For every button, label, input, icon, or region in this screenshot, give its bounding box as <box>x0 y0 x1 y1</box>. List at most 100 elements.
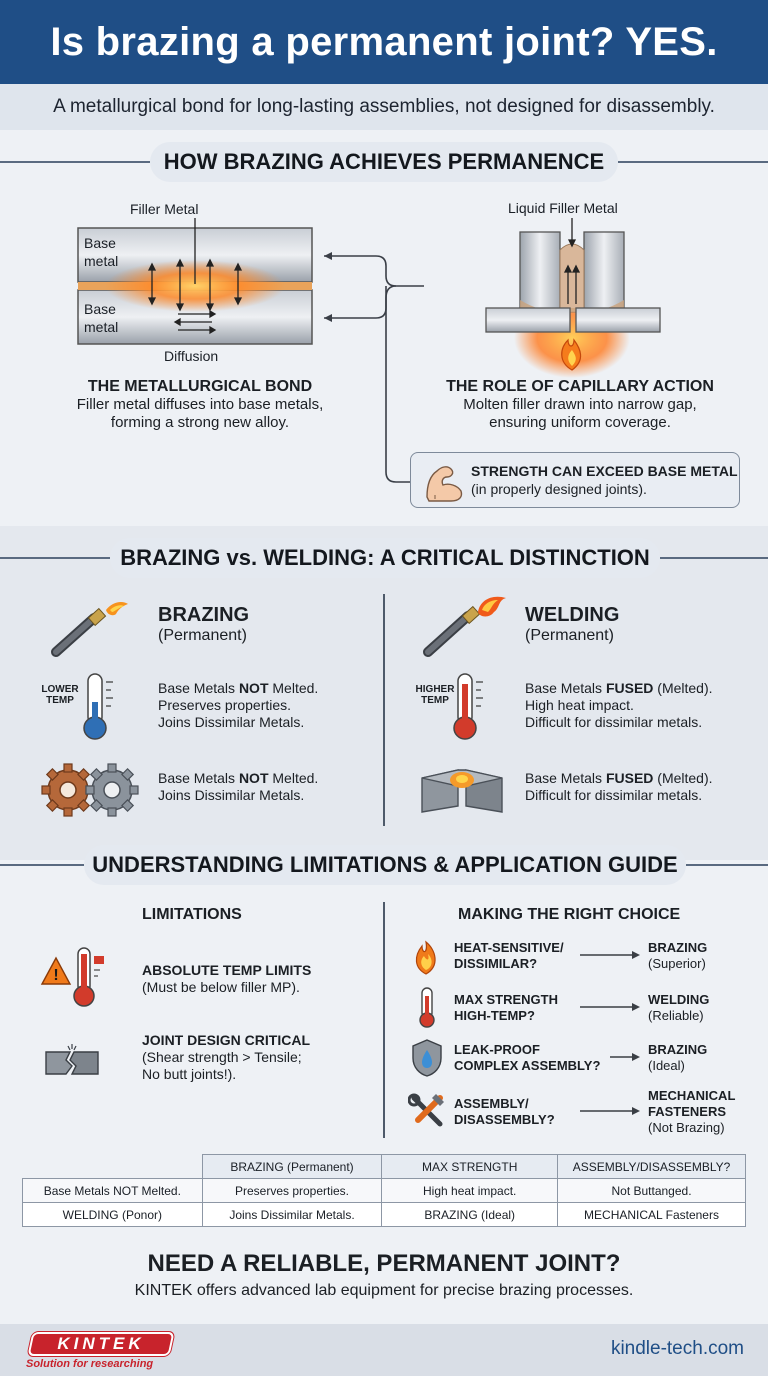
brazing-temp-text: Base Metals NOT Melted. Preserves proper… <box>158 680 378 731</box>
question-line: HEAT-SENSITIVE/ <box>454 940 564 955</box>
section-title-limitations: UNDERSTANDING LIMITATIONS & APPLICATION … <box>84 845 686 885</box>
table-cell: MECHANICAL Fasteners <box>557 1202 746 1227</box>
text-emphasis: NOT <box>238 680 269 696</box>
choice-answer: BRAZING (Superior) <box>648 940 707 972</box>
diffusion-label: Diffusion <box>164 348 219 364</box>
arrow-right-icon <box>610 1053 640 1061</box>
arrow-right-icon <box>580 951 640 959</box>
section-rule <box>0 557 110 559</box>
choice-row: MAX STRENGTH HIGH-TEMP? WELDING (Reliabl… <box>454 992 754 1036</box>
choice-answer: MECHANICAL FASTENERS (Not Brazing) <box>648 1088 735 1136</box>
metallurgical-bond-diagram <box>77 218 313 345</box>
item-note: No butt joints!). <box>142 1066 237 1082</box>
caption-line: ensuring uniform coverage. <box>489 414 671 431</box>
website-link[interactable]: kindle-tech.com <box>610 1338 744 1359</box>
brazing-gears-text: Base Metals NOT Melted. Joins Dissimilar… <box>158 770 378 804</box>
choice-answer: WELDING (Reliable) <box>648 992 709 1024</box>
answer-line: (Reliable) <box>648 1008 704 1023</box>
question-line: ASSEMBLY/ <box>454 1096 529 1111</box>
brand-tagline: Solution for researching <box>26 1358 154 1370</box>
choice-question: MAX STRENGTH HIGH-TEMP? <box>454 992 558 1024</box>
flexed-arm-icon <box>426 466 463 502</box>
text-part: Base Metals <box>525 680 606 696</box>
caption-line: forming a strong new alloy. <box>110 414 290 431</box>
high-temp-thermometer-icon <box>453 673 483 740</box>
higher-temp-label: HIGHER TEMP <box>415 684 455 706</box>
text-emphasis: FUSED <box>605 770 654 786</box>
comparison-table: BRAZING (Permanent) MAX STRENGTH ASSEMBL… <box>22 1154 746 1227</box>
cta-title: NEED A RELIABLE, PERMANENT JOINT? <box>147 1250 621 1277</box>
table-cell: BRAZING (Ideal) <box>381 1202 559 1227</box>
choice-row: HEAT-SENSITIVE/ DISSIMILAR? BRAZING (Sup… <box>454 940 754 984</box>
text-line: Difficult for dissimilar metals. <box>525 787 703 803</box>
text-part: Base Metals <box>525 770 606 786</box>
text-line: Joins Dissimilar Metals. <box>158 787 305 803</box>
question-line: COMPLEX ASSEMBLY? <box>454 1058 601 1073</box>
brazing-title: BRAZING <box>158 604 250 626</box>
section-rule <box>660 557 768 559</box>
choice-question: ASSEMBLY/ DISASSEMBLY? <box>454 1096 555 1128</box>
text-part: Base Metals <box>158 680 239 696</box>
base-metal-bottom-label: Base metal <box>84 301 119 335</box>
brazing-torch-icon <box>51 602 128 657</box>
fused-weld-icon <box>421 769 503 813</box>
welding-subtitle: (Permanent) <box>525 627 614 644</box>
item-title: ABSOLUTE TEMP LIMITS <box>142 962 312 978</box>
question-line: DISSIMILAR? <box>454 956 538 971</box>
caption-title: THE ROLE OF CAPILLARY ACTION <box>446 378 714 395</box>
broken-joint-icon <box>45 1044 99 1075</box>
answer-line: (Superior) <box>648 956 706 971</box>
arrow-right-icon <box>580 1003 640 1011</box>
text-line: Joins Dissimilar Metals. <box>158 714 305 730</box>
base-metal-top-label: Base metal <box>84 235 119 269</box>
arrow-right-icon <box>580 1107 640 1115</box>
choice-row: LEAK-PROOF COMPLEX ASSEMBLY? BRAZING (Id… <box>454 1042 754 1086</box>
question-line: DISASSEMBLY? <box>454 1112 555 1127</box>
welding-temp-text: Base Metals FUSED (Melted). High heat im… <box>525 680 755 731</box>
limitations-heading: LIMITATIONS <box>142 906 242 923</box>
lower-temp-label: LOWER TEMP <box>41 684 79 706</box>
table-header: MAX STRENGTH <box>381 1154 559 1179</box>
caption-title: THE METALLURGICAL BOND <box>87 378 313 395</box>
footer: KINTEK Solution for researching kindle-t… <box>0 1324 768 1376</box>
brazing-subtitle: (Permanent) <box>158 627 247 644</box>
section-rule <box>618 161 768 163</box>
table-cell: Base Metals NOT Melted. <box>22 1178 203 1203</box>
question-line: MAX STRENGTH <box>454 992 558 1007</box>
choice-question: LEAK-PROOF COMPLEX ASSEMBLY? <box>454 1042 600 1074</box>
answer-line: (Ideal) <box>648 1058 685 1073</box>
question-line: LEAK-PROOF <box>454 1042 540 1057</box>
text-part: (Melted). <box>653 770 713 786</box>
caption-line: Filler metal diffuses into base metals, <box>76 396 324 413</box>
table-header: ASSEMBLY/DISASSEMBLY? <box>557 1154 746 1179</box>
temp-warning-icon: ! <box>40 947 104 1007</box>
item-note: (Shear strength > Tensile; <box>142 1049 302 1065</box>
caption-line: Molten filler drawn into narrow gap, <box>463 396 697 413</box>
column-divider <box>383 594 385 826</box>
table-cell: Not Buttanged. <box>557 1178 746 1203</box>
liquid-filler-label: Liquid Filler Metal <box>508 200 618 216</box>
table-header: BRAZING (Permanent) <box>201 1154 383 1179</box>
text-emphasis: FUSED <box>605 680 654 696</box>
low-temp-thermometer-icon <box>83 673 113 740</box>
page-subtitle: A metallurgical bond for long-lasting as… <box>0 84 768 130</box>
section-title-permanence: HOW BRAZING ACHIEVES PERMANENCE <box>150 142 618 182</box>
choice-list: HEAT-SENSITIVE/ DISSIMILAR? BRAZING (Sup… <box>454 940 754 1150</box>
capillary-action-diagram <box>485 218 661 378</box>
brand-logo[interactable]: KINTEK <box>27 1332 175 1356</box>
svg-text:!: ! <box>53 967 58 984</box>
strength-callout: STRENGTH CAN EXCEED BASE METAL (in prope… <box>410 452 740 508</box>
answer-line: MECHANICAL <box>648 1088 736 1103</box>
item-note: (Must be below filler MP). <box>142 979 300 995</box>
welding-title: WELDING <box>525 604 620 626</box>
choice-heading: MAKING THE RIGHT CHOICE <box>458 906 681 923</box>
capillary-caption: THE ROLE OF CAPILLARY ACTION Molten fill… <box>410 378 750 432</box>
text-part: Melted. <box>268 770 319 786</box>
cta-text: KINTEK offers advanced lab equipment for… <box>134 1282 634 1299</box>
table-row: Base Metals NOT Melted. Preserves proper… <box>22 1178 746 1203</box>
section-rule <box>686 864 768 866</box>
logo-text: KINTEK <box>57 1334 145 1353</box>
flame-icon <box>415 940 436 975</box>
shield-droplet-icon <box>412 1039 442 1077</box>
item-title: JOINT DESIGN CRITICAL <box>142 1032 311 1048</box>
